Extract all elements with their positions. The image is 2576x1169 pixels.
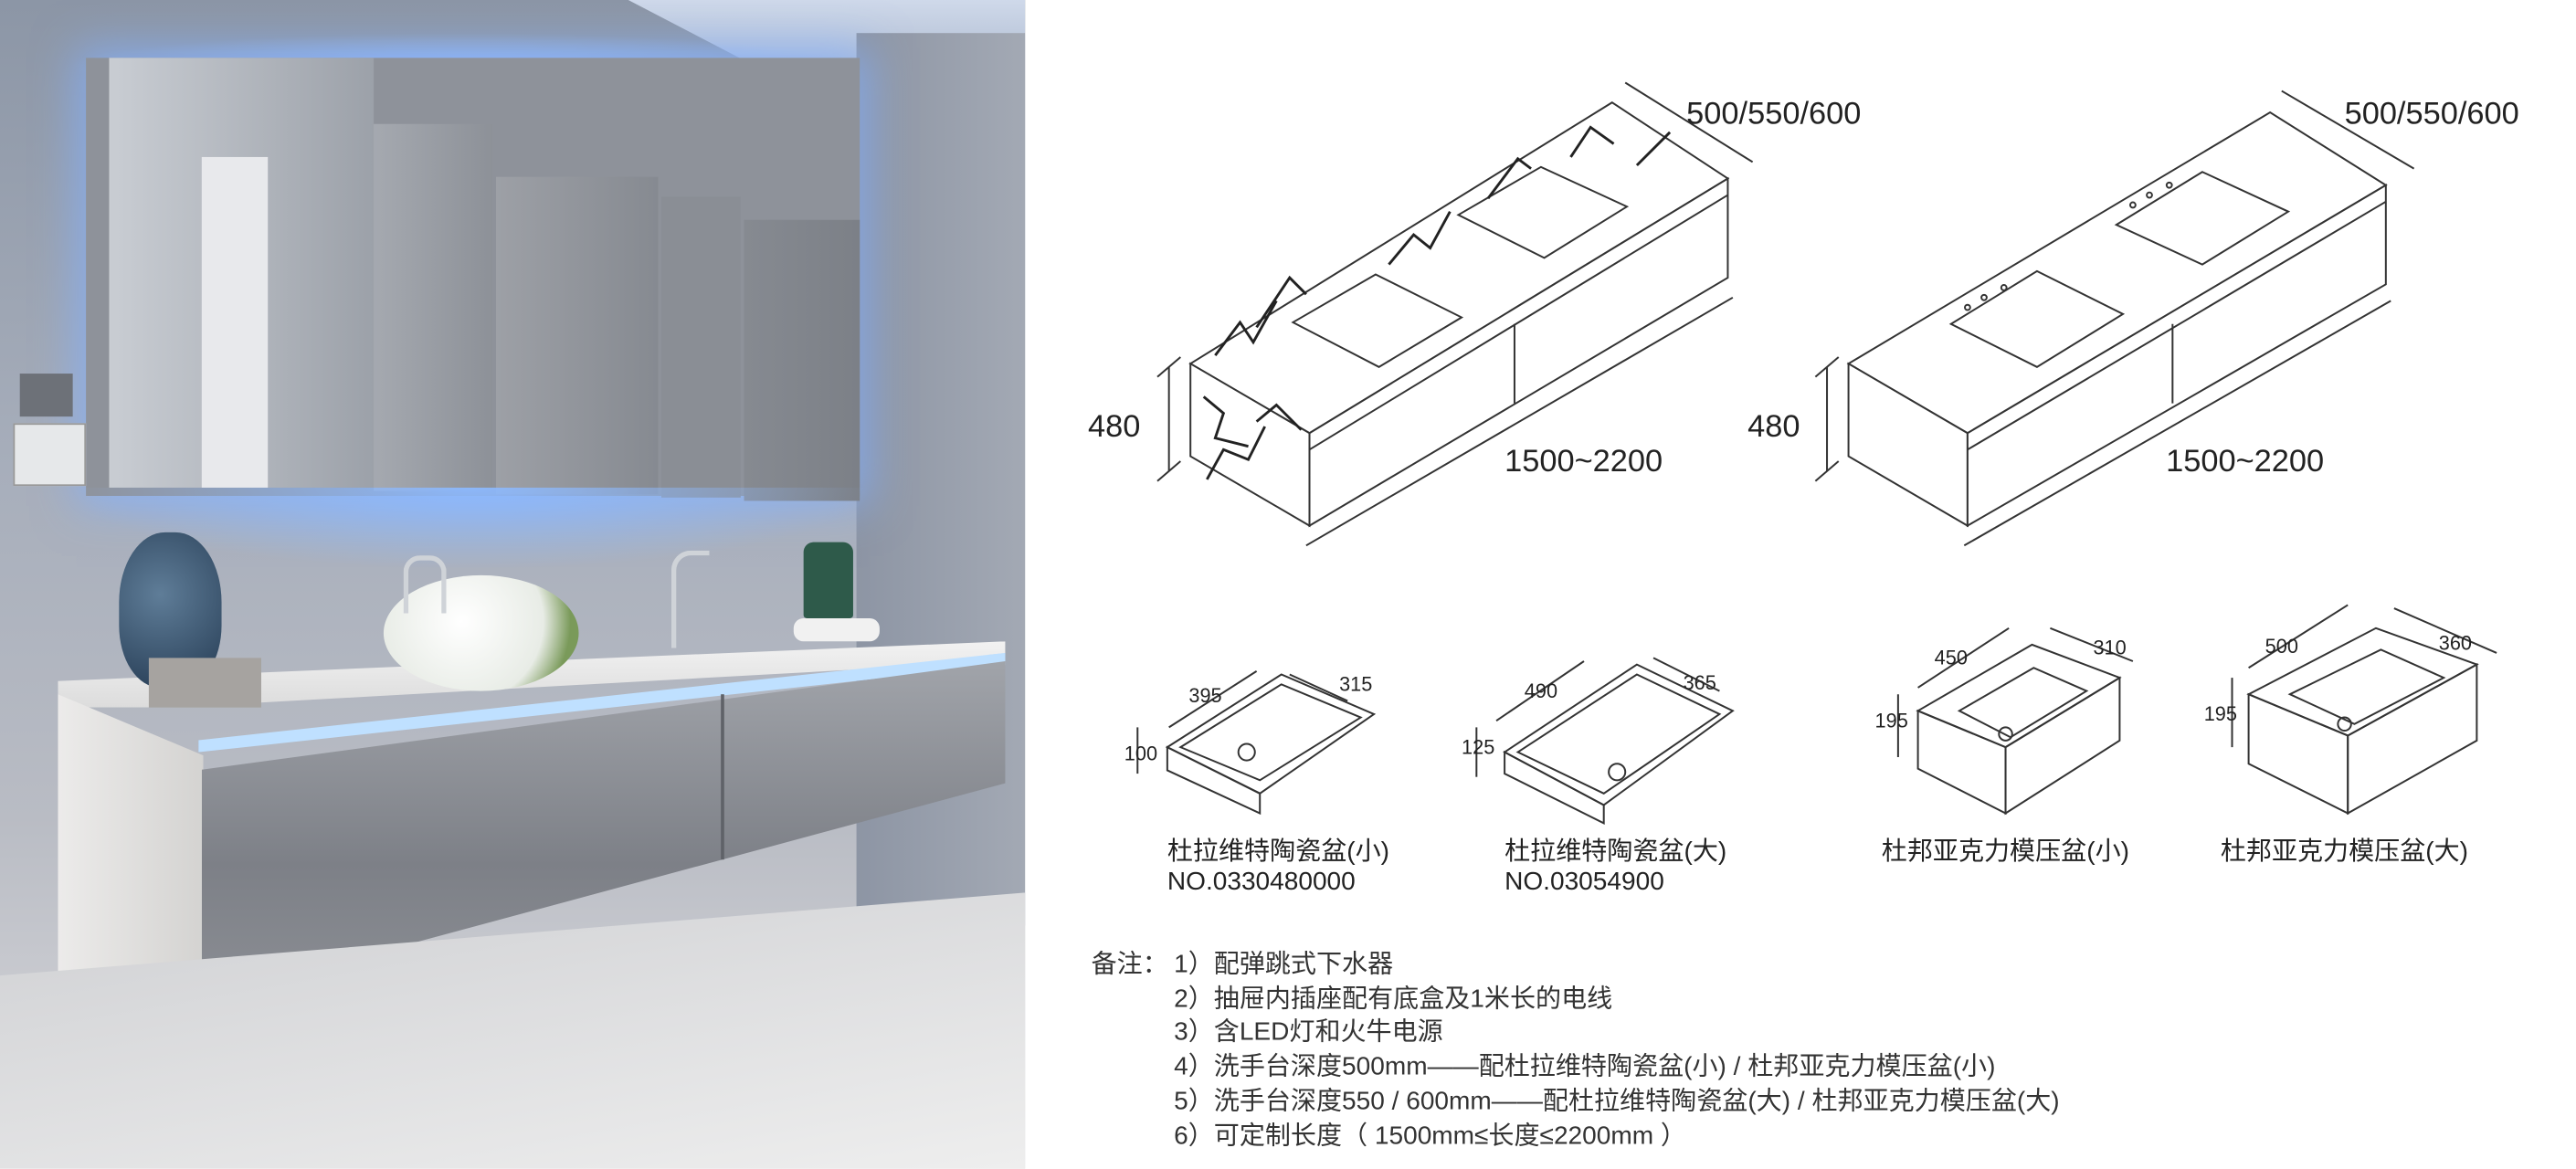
basin-1-width: 315 <box>1339 673 1372 696</box>
notes-heading: 备注： <box>1091 950 1168 979</box>
note-item: 3）含LED灯和火牛电源 <box>1174 1018 1443 1048</box>
basin-1-length: 395 <box>1188 684 1221 707</box>
basin-drawing-2 <box>1475 657 1735 825</box>
vanity-2-length-label: 1500~2200 <box>2166 444 2324 479</box>
basin-1-name: 杜拉维特陶瓷盆(小) <box>1167 837 1389 867</box>
note-item: 4）洗手台深度500mm——配杜拉维特陶瓷盆(小) / 杜邦亚克力模压盆(小) <box>1174 1053 1996 1081</box>
basin-4-length: 500 <box>2265 635 2298 658</box>
basin-1-height: 100 <box>1124 742 1157 765</box>
vanity-1-depth-label: 500/550/600 <box>1686 97 1861 132</box>
note-item: 2）抽屉内插座配有底盒及1米长的电线 <box>1174 985 1613 1013</box>
towel <box>793 617 880 642</box>
marble-veins-icon <box>1202 125 1672 480</box>
basin-4-name: 杜邦亚克力模压盆(大) <box>2220 837 2469 867</box>
note-item: 1）配弹跳式下水器 <box>1174 950 1394 979</box>
basin-3-width: 310 <box>2093 637 2126 659</box>
basin-3-height: 195 <box>1875 709 1908 732</box>
basin-2-width: 365 <box>1684 671 1716 694</box>
wall-switch <box>19 374 73 417</box>
vanity-2-height-label: 480 <box>1747 409 1800 444</box>
basin-4-height: 195 <box>2204 702 2237 725</box>
tissue-box <box>148 658 261 708</box>
basin-drawing-4 <box>2231 604 2497 816</box>
vanity-1-length-label: 1500~2200 <box>1504 444 1663 479</box>
product-photo <box>0 0 1026 1169</box>
basin-2-code: NO.03054900 <box>1504 868 1664 897</box>
basin-1-code: NO.0330480000 <box>1167 868 1356 897</box>
faucet-right <box>670 550 710 648</box>
basin-drawing-3 <box>1896 627 2134 816</box>
vanity-drawing-marble <box>1156 81 1754 547</box>
faucet-left <box>403 555 447 614</box>
vanity-1-height-label: 480 <box>1088 409 1140 444</box>
basin-drawing-1 <box>1136 670 1377 816</box>
note-item: 5）洗手台深度550 / 600mm——配杜拉维特陶瓷盆(大) / 杜邦亚克力模… <box>1174 1087 2060 1116</box>
basin-2-height: 125 <box>1462 735 1494 758</box>
basin-3-name: 杜邦亚克力模压盆(小) <box>1881 837 2129 867</box>
note-item: 6）可定制长度（ 1500mm≤长度≤2200mm ） <box>1174 1122 1686 1150</box>
vanity-drawing-plain <box>1814 90 2415 547</box>
notes: 备注：1）配弹跳式下水器 2）抽屉内插座配有底盒及1米长的电线 3）含LED灯和… <box>1092 949 2060 1154</box>
bottles <box>803 542 853 618</box>
drawer-split <box>721 694 724 860</box>
mirror-cabinet <box>86 58 860 501</box>
basin-2-name: 杜拉维特陶瓷盆(大) <box>1504 837 1727 867</box>
thermostat <box>13 423 87 487</box>
basin-2-length: 490 <box>1525 679 1557 702</box>
basin-4-width: 360 <box>2439 631 2472 654</box>
basin-3-length: 450 <box>1935 647 1968 669</box>
vanity-2-depth-label: 500/550/600 <box>2345 97 2519 132</box>
flowers <box>383 574 579 691</box>
